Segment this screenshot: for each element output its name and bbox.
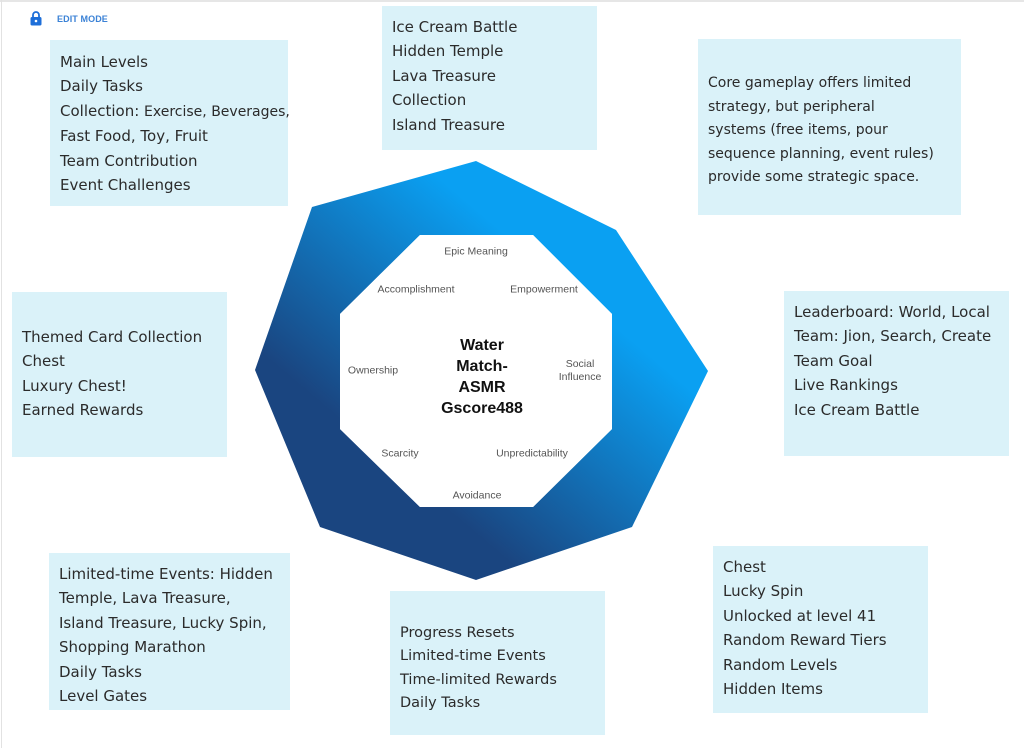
drive-label-social-influence-line2: Influence [558, 371, 602, 383]
box-line: Team Goal [794, 351, 873, 370]
box-line: Chest [723, 558, 766, 576]
box-line: Island Treasure [392, 115, 505, 134]
social-influence-box[interactable]: Leaderboard: World, Local Team: Jion, Se… [784, 291, 1009, 456]
edit-mode-toggle[interactable]: EDIT MODE [30, 11, 108, 26]
box-line: Level Gates [59, 687, 148, 706]
box-line: Event Challenges [60, 176, 191, 195]
box-line: Time-limited Rewards [400, 671, 557, 688]
box-line: Team Contribution [60, 151, 198, 170]
center-title-line: ASMR [458, 379, 506, 396]
box-line: Chest [22, 352, 65, 371]
box-line-collection: Collection: Exercise, Beverages, [60, 99, 290, 124]
box-line: Lucky Spin [723, 582, 804, 601]
drive-label-social-influence: Social Influence [559, 358, 602, 384]
box-line: Live Rankings [794, 376, 898, 395]
drive-label-avoidance: Avoidance [452, 489, 502, 502]
drive-label-ownership: Ownership [347, 364, 399, 377]
scarcity-box[interactable]: Limited-time Events: Hidden Temple, Lava… [49, 553, 290, 710]
drive-label-accomplishment: Accomplishment [377, 283, 455, 296]
box-line: Unlocked at level 41 [723, 606, 877, 625]
box-line: Random Reward Tiers [723, 631, 887, 650]
box-line: Core gameplay offers limited [708, 75, 912, 91]
box-line: Progress Resets [400, 625, 515, 641]
canvas-top-border [0, 0, 1024, 2]
box-line: Hidden Items [723, 680, 823, 699]
box-line: Daily Tasks [60, 77, 143, 96]
drive-label-unpredictability: Unpredictability [496, 447, 568, 460]
box-line: Limited-time Events: Hidden [59, 565, 273, 583]
box-line: Hidden Temple [392, 42, 504, 61]
box-line: Themed Card Collection [22, 328, 203, 346]
box-line: sequence planning, event rules) [708, 145, 934, 162]
box-line: Fast Food, Toy, Fruit [60, 127, 208, 146]
box-line: Lava Treasure [392, 66, 496, 85]
drive-label-scarcity: Scarcity [381, 447, 419, 460]
box-line: Team: Jion, Search, Create [794, 327, 992, 346]
accomplishment-box[interactable]: Main Levels Daily Tasks Collection: Exer… [50, 40, 290, 206]
drive-label-social-influence-line1: Social [565, 358, 595, 370]
box-line: Ice Cream Battle [392, 18, 518, 36]
canvas-left-border [1, 0, 2, 748]
collection-items: Exercise, Beverages, [144, 103, 290, 120]
box-line: Shopping Marathon [59, 638, 206, 657]
collection-prefix: Collection: [60, 101, 140, 120]
edit-mode-label: EDIT MODE [57, 13, 108, 24]
center-title-line: Match- [456, 358, 508, 375]
box-line: Island Treasure, Lucky Spin, [59, 613, 267, 632]
ownership-box[interactable]: Themed Card Collection Chest Luxury Ches… [12, 292, 227, 457]
box-line: Random Levels [723, 655, 838, 674]
box-line: Ice Cream Battle [794, 400, 920, 419]
unpredictability-box[interactable]: Chest Lucky Spin Unlocked at level 41 Ra… [713, 546, 928, 713]
drive-label-epic-meaning: Epic Meaning [444, 245, 508, 258]
box-line: Daily Tasks [59, 662, 142, 681]
empowerment-box[interactable]: Core gameplay offers limited strategy, b… [698, 39, 961, 215]
drive-label-empowerment: Empowerment [510, 283, 578, 296]
lock-icon [30, 11, 42, 26]
box-line: Luxury Chest! [22, 376, 127, 395]
box-line: Daily Tasks [400, 694, 481, 711]
box-line: Leaderboard: World, Local [794, 303, 990, 321]
center-title: Water Match- ASMR Gscore488 [427, 335, 537, 419]
box-line: Limited-time Events [400, 648, 546, 665]
epic-meaning-box[interactable]: Ice Cream Battle Hidden Temple Lava Trea… [382, 6, 597, 150]
box-line: Temple, Lava Treasure, [59, 589, 231, 608]
center-title-line: Gscore488 [441, 400, 523, 417]
box-line: strategy, but peripheral [708, 98, 875, 115]
avoidance-box[interactable]: Progress Resets Limited-time Events Time… [390, 591, 605, 735]
center-title-line: Water [460, 337, 504, 354]
box-line: Earned Rewards [22, 401, 144, 420]
box-line: Collection [392, 91, 467, 110]
box-line: systems (free items, pour [708, 122, 888, 138]
box-line: Main Levels [60, 53, 148, 71]
box-line: provide some strategic space. [708, 169, 920, 185]
